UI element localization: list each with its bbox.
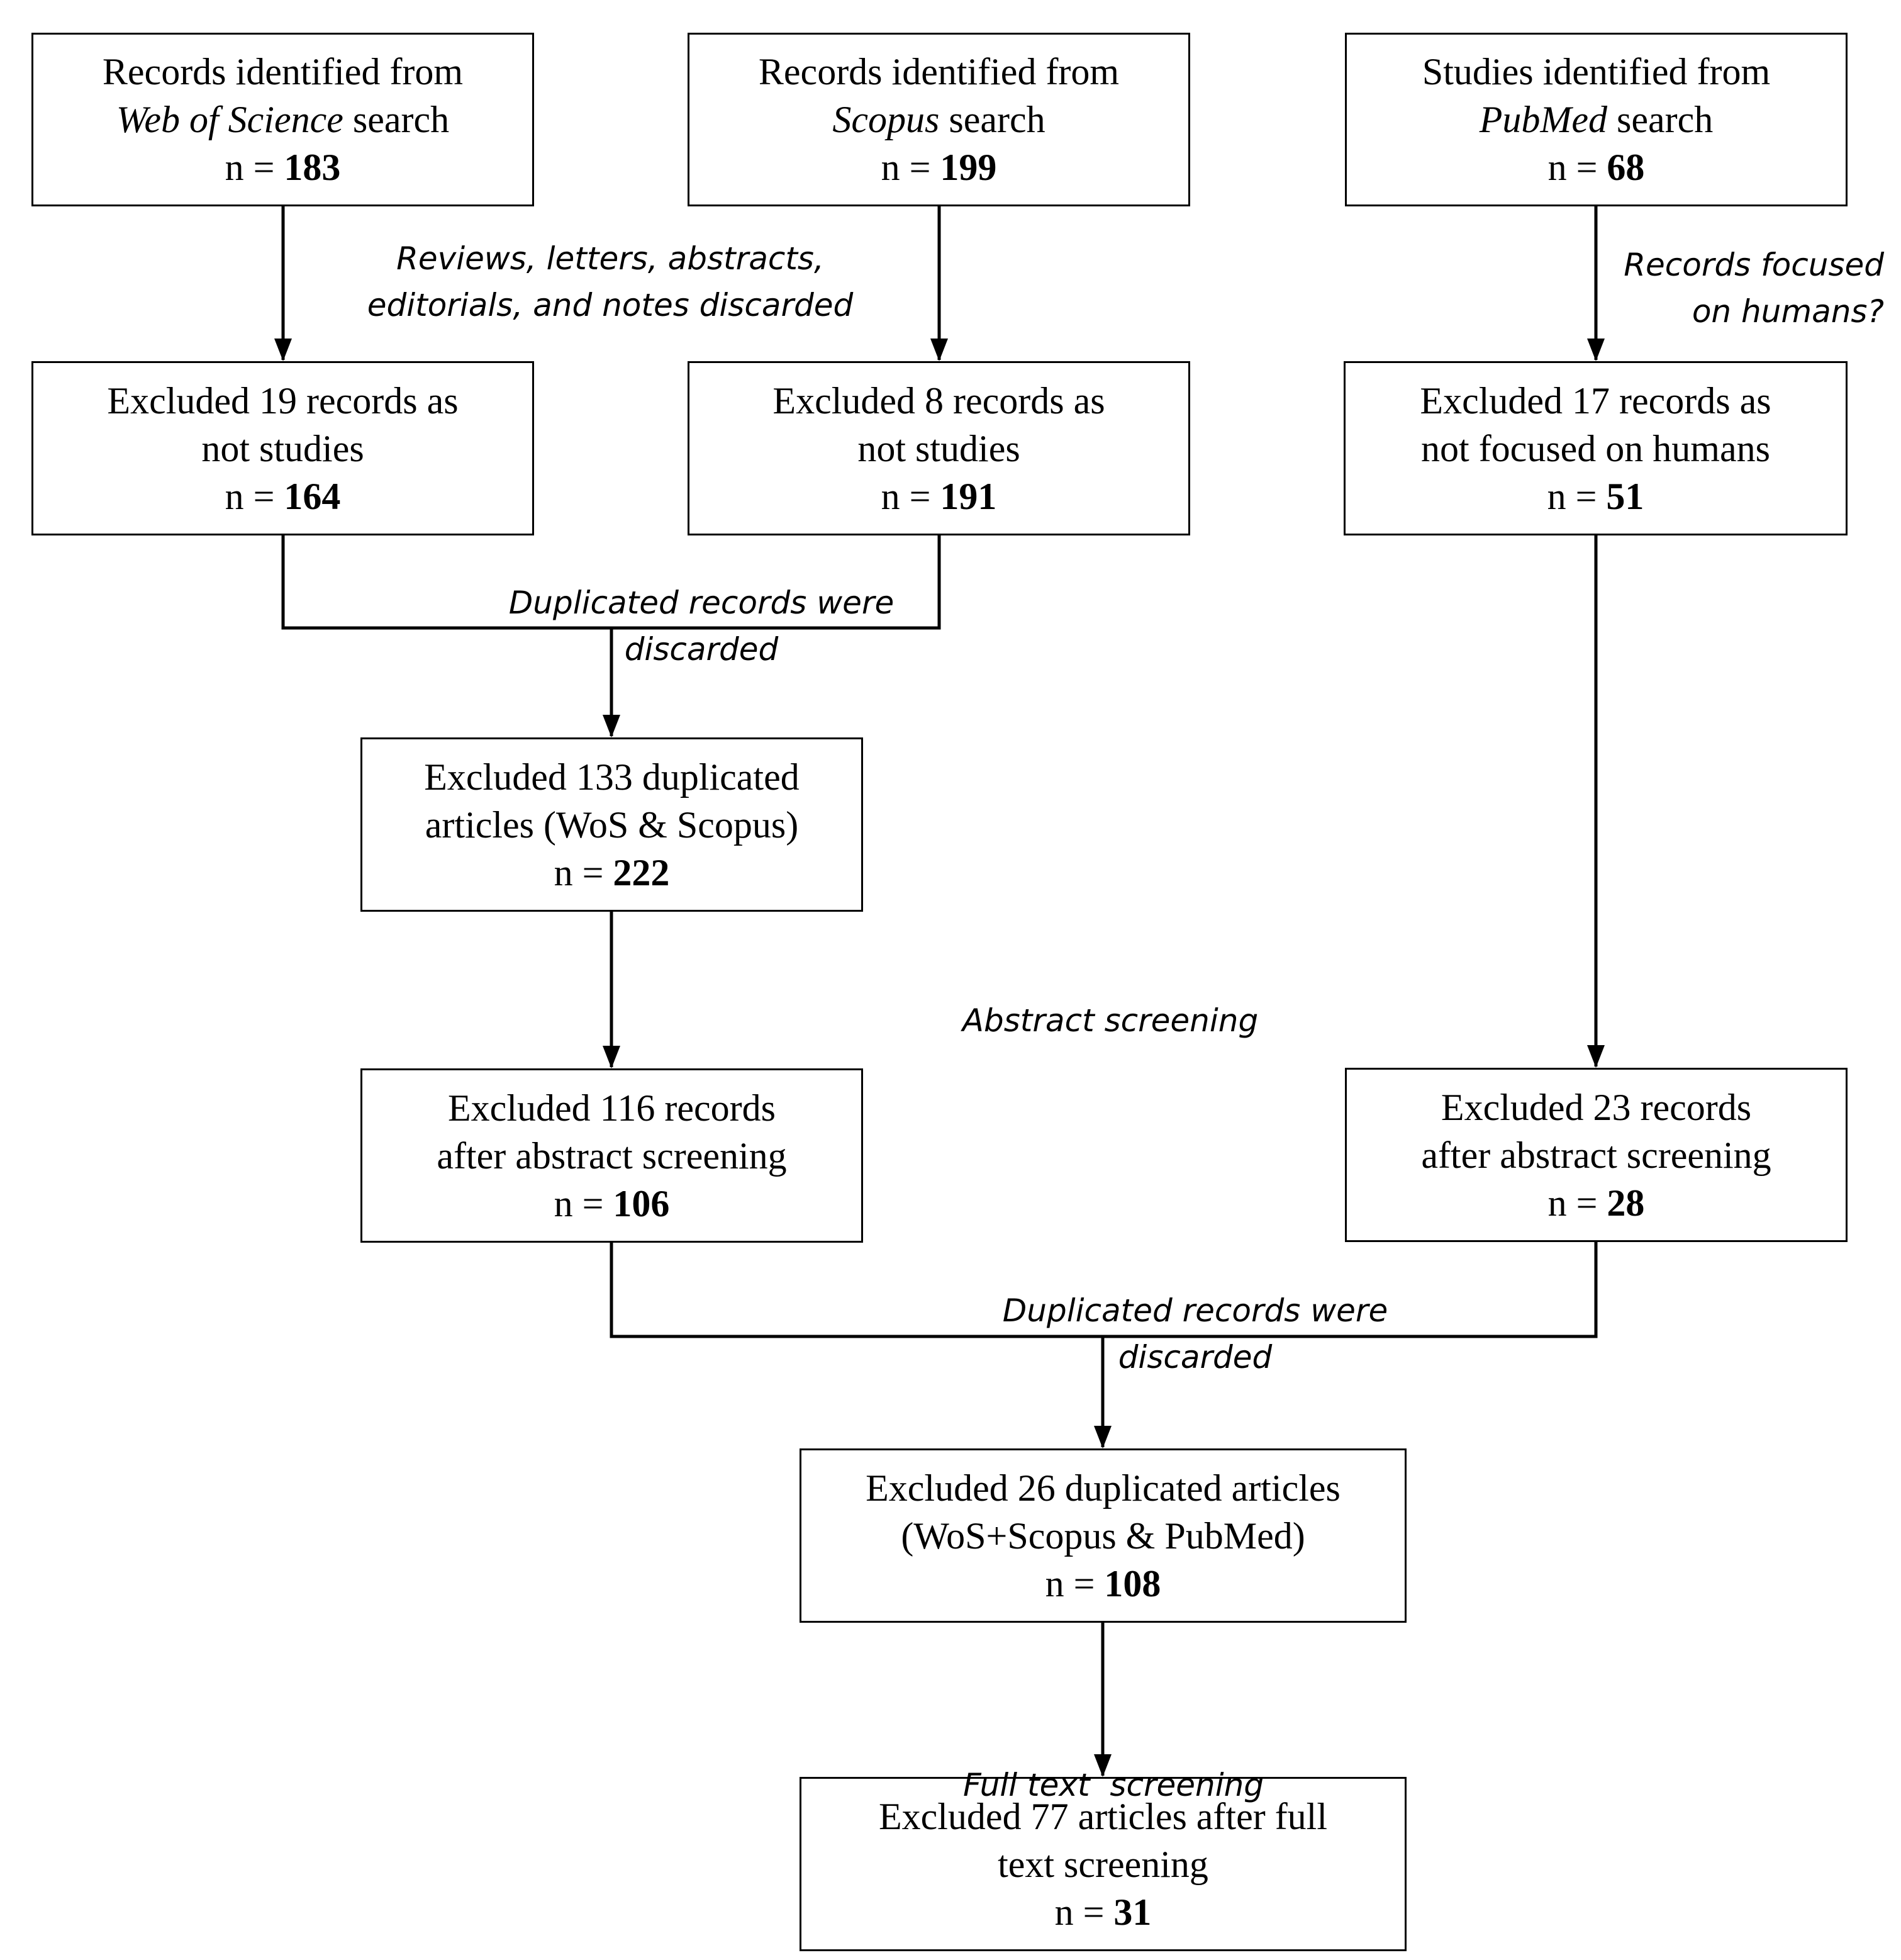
- box-line: after abstract screening: [437, 1134, 787, 1177]
- box-line: Excluded 133 duplicated: [424, 756, 800, 798]
- box-line: Studies identified from: [1422, 51, 1771, 92]
- arrowhead-icon: [603, 1046, 620, 1068]
- box-line: Records identified from: [102, 51, 464, 92]
- box-line: not studies: [201, 427, 364, 469]
- box-pubmed-identified: Studies identified from PubMed search n …: [1345, 33, 1848, 206]
- box-line: text screening: [998, 1843, 1208, 1885]
- box-count: n = 68: [1547, 147, 1645, 188]
- arrowhead-icon: [274, 339, 292, 361]
- box-fulltext-screening: Excluded 77 articles after full text scr…: [800, 1777, 1407, 1951]
- box-count: n = 28: [1547, 1182, 1645, 1224]
- source-name: Web of Science: [116, 99, 343, 140]
- box-wos-identified: Records identified from Web of Science s…: [31, 33, 534, 206]
- arrowhead-icon: [1587, 339, 1605, 361]
- note-focused-on-humans: Records focused on humans?: [1624, 247, 1884, 330]
- arrowhead-icon: [1094, 1426, 1112, 1448]
- arrowhead-icon: [1094, 1754, 1112, 1777]
- box-duplicates-wos-scopus: Excluded 133 duplicated articles (WoS & …: [360, 737, 863, 912]
- box-line: Excluded 17 records as: [1420, 379, 1771, 422]
- source-suffix: search: [1607, 99, 1714, 140]
- box-line-source: Scopus search: [832, 96, 1045, 143]
- box-line: Excluded 77 articles after full: [878, 1795, 1328, 1837]
- arrowhead-icon: [1587, 1045, 1605, 1068]
- arrowhead-icon: [930, 339, 948, 361]
- box-line: not focused on humans: [1421, 427, 1770, 469]
- note-duplicates-discarded-1: Duplicated records were discarded: [508, 585, 895, 668]
- box-line-source: PubMed search: [1480, 96, 1714, 143]
- box-line: not studies: [857, 427, 1020, 469]
- box-count: n = 191: [881, 475, 997, 517]
- box-line: Excluded 8 records as: [772, 379, 1105, 422]
- source-suffix: search: [343, 99, 450, 140]
- box-line: articles (WoS & Scopus): [425, 804, 799, 846]
- box-scopus-identified: Records identified from Scopus search n …: [688, 33, 1190, 206]
- box-scopus-excluded: Excluded 8 records as not studies n = 19…: [688, 361, 1190, 535]
- box-wos-excluded: Excluded 19 records as not studies n = 1…: [31, 361, 534, 535]
- arrowhead-icon: [603, 715, 620, 737]
- note-duplicates-discarded-2: Duplicated records were discarded: [1002, 1292, 1388, 1375]
- box-abstract-screening-right: Excluded 23 records after abstract scree…: [1345, 1068, 1848, 1242]
- box-line: Excluded 26 duplicated articles: [866, 1467, 1341, 1509]
- box-duplicates-all: Excluded 26 duplicated articles (WoS+Sco…: [800, 1448, 1407, 1623]
- source-name: PubMed: [1479, 99, 1608, 140]
- source-suffix: search: [939, 99, 1045, 140]
- box-count: n = 108: [1045, 1562, 1161, 1604]
- box-count: n = 51: [1547, 475, 1644, 517]
- box-line: Excluded 19 records as: [107, 379, 459, 422]
- box-count: n = 199: [881, 147, 997, 188]
- box-line: Excluded 116 records: [448, 1087, 776, 1129]
- box-count: n = 183: [225, 147, 341, 188]
- note-fulltext-screening: Full text screening: [962, 1767, 1264, 1803]
- box-line: Excluded 23 records: [1441, 1086, 1752, 1128]
- box-pubmed-excluded: Excluded 17 records as not focused on hu…: [1344, 361, 1848, 535]
- box-count: n = 31: [1054, 1891, 1152, 1933]
- note-reviews-discarded: Reviews, letters, abstracts, editorials,…: [367, 240, 854, 323]
- note-abstract-screening: Abstract screening: [962, 1002, 1259, 1039]
- box-line: after abstract screening: [1421, 1134, 1771, 1176]
- box-count: n = 164: [225, 475, 341, 517]
- box-count: n = 222: [554, 851, 670, 893]
- source-name: Scopus: [832, 99, 940, 140]
- box-line: (WoS+Scopus & PubMed): [901, 1515, 1305, 1557]
- box-line-source: Web of Science search: [116, 96, 449, 143]
- box-abstract-screening-left: Excluded 116 records after abstract scre…: [360, 1068, 863, 1243]
- box-line: Records identified from: [758, 51, 1120, 92]
- box-count: n = 106: [554, 1182, 670, 1224]
